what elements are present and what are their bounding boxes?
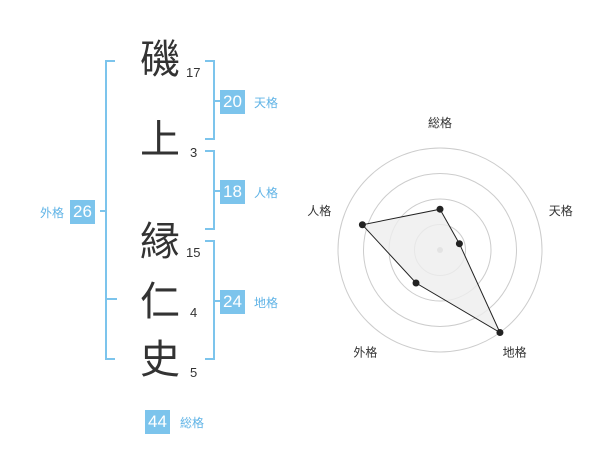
gaikaku-value-badge: 26 [70,200,95,224]
gaikaku-bracket-inner-tick [107,298,117,300]
stroke-count-4: 4 [190,305,198,320]
radar-axis-label-3: 地格 [503,345,527,360]
name-char-1: 磯 [140,37,180,83]
tenkaku-bracket [205,60,215,140]
gaikaku-label: 外格 [40,206,65,220]
radar-axis-label-1: 総格 [428,115,452,130]
soukaku-value-badge: 44 [145,410,170,434]
radar-point-1 [436,205,444,213]
radar-grid-ring-3 [363,173,517,327]
name-char-3: 縁 [140,219,180,265]
radar-point-4 [412,279,420,287]
soukaku-label: 総格 [180,416,205,430]
stroke-count-1: 17 [186,65,201,80]
radar-axis-label-5: 人格 [307,203,331,218]
tenkaku-value-badge: 20 [220,90,245,114]
radar-point-3 [496,329,504,337]
chikaku-value-badge: 24 [220,290,245,314]
jinkaku-bracket-tick [215,190,220,192]
radar-data-polygon [361,208,502,334]
stroke-count-5: 5 [190,365,198,380]
radar-axis-label-4: 外格 [353,345,377,360]
chikaku-bracket [205,240,215,360]
name-char-4: 仁 [140,279,180,325]
gaikaku-bracket [105,60,115,360]
chikaku-label: 地格 [254,296,279,310]
tenkaku-bracket-tick [215,100,220,102]
stroke-count-2: 3 [190,145,198,160]
name-char-2: 上 [140,117,180,163]
radar-grid-ring-4 [337,147,543,353]
tenkaku-label: 天格 [254,96,279,110]
gaikaku-bracket-tick [100,210,105,212]
radar-axis-label-2: 天格 [549,203,573,218]
stroke-count-3: 15 [186,245,201,260]
jinkaku-label: 人格 [254,186,279,200]
chikaku-bracket-tick [215,300,220,302]
radar-point-5 [358,221,366,229]
name-char-5: 史 [140,337,180,383]
jinkaku-value-badge: 18 [220,180,245,204]
radar-point-2 [455,240,463,248]
jinkaku-bracket [205,150,215,230]
